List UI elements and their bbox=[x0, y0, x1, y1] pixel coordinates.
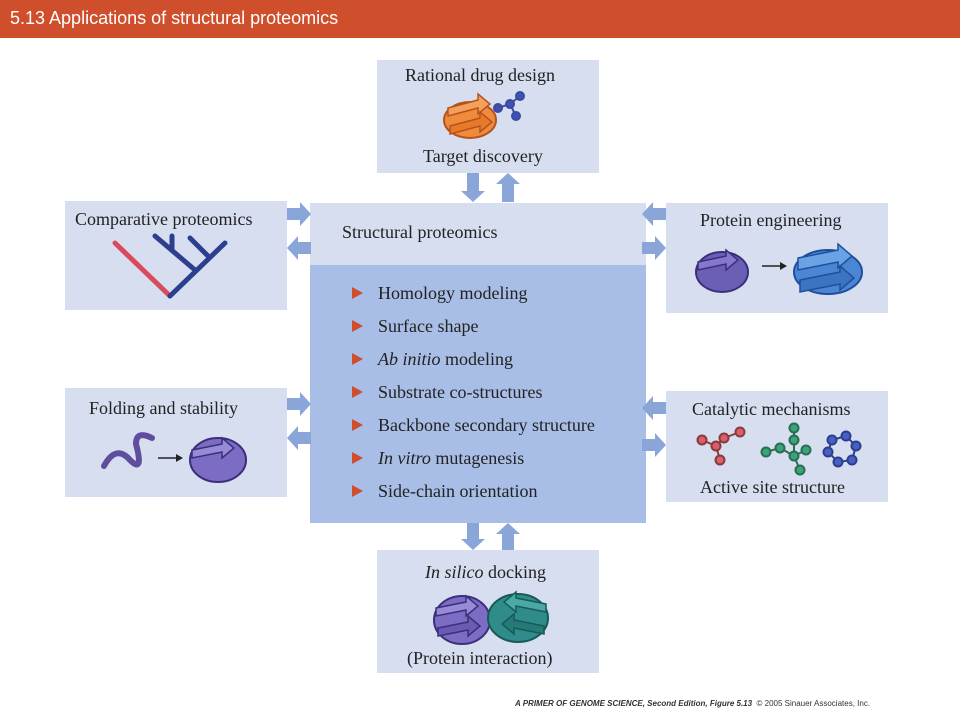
arrow-left-to-folding bbox=[287, 426, 311, 450]
blue-ring-molecule-icon bbox=[822, 430, 862, 468]
credit-copyright: © 2005 Sinauer Associates, Inc. bbox=[756, 699, 871, 708]
connector-arrows bbox=[287, 173, 666, 550]
arrow-down-to-docking bbox=[461, 523, 485, 550]
rational-drug-design-label: Rational drug design bbox=[405, 65, 555, 85]
docking-text: docking bbox=[483, 562, 546, 582]
structural-proteomics-label: Structural proteomics bbox=[342, 222, 498, 242]
arrow-right-icon bbox=[762, 262, 787, 270]
item-text: mutagenesis bbox=[430, 448, 525, 468]
item-text: Backbone secondary structure bbox=[378, 415, 595, 435]
docking-protein-a-icon bbox=[433, 594, 491, 645]
list-item: Homology modeling bbox=[352, 282, 595, 315]
docking-protein-b-icon bbox=[487, 590, 549, 643]
technique-list: Homology modeling Surface shape Ab initi… bbox=[352, 282, 595, 513]
in-silico-em: In silico bbox=[425, 562, 484, 582]
structural-proteomics-list-panel bbox=[310, 265, 646, 523]
arrow-up-from-docking bbox=[496, 523, 520, 550]
item-text: modeling bbox=[440, 349, 513, 369]
in-silico-docking-label: In silico docking bbox=[425, 562, 546, 583]
arrow-right-from-folding bbox=[287, 392, 311, 416]
bullet-triangle-icon bbox=[352, 419, 363, 431]
arrow-right-from-comparative bbox=[287, 202, 311, 226]
item-text: Surface shape bbox=[378, 316, 479, 336]
protein-interaction-label: (Protein interaction) bbox=[407, 648, 553, 668]
structural-proteomics-header: Structural proteomics bbox=[310, 203, 646, 265]
protein-engineering-label: Protein engineering bbox=[700, 210, 842, 230]
red-molecule-icon bbox=[696, 426, 746, 466]
figure-credit: A PRIMER OF GENOME SCIENCE, Second Editi… bbox=[515, 699, 870, 708]
item-em: Ab initio bbox=[378, 349, 441, 369]
unfolded-chain-icon bbox=[101, 432, 155, 469]
protein-before-icon bbox=[695, 248, 749, 293]
catalytic-mechanisms-label: Catalytic mechanisms bbox=[692, 399, 851, 419]
item-text: Substrate co-structures bbox=[378, 382, 543, 402]
bullet-triangle-icon bbox=[352, 485, 363, 497]
drug-target-protein-icon bbox=[443, 92, 497, 139]
folding-stability-box: Folding and stability bbox=[65, 388, 287, 497]
list-item: Backbone secondary structure bbox=[352, 414, 595, 447]
arrow-right-to-catalytic bbox=[642, 433, 666, 457]
arrow-left-from-catalytic bbox=[642, 396, 666, 420]
item-text: Side-chain orientation bbox=[378, 481, 538, 501]
title-bar: 5.13 Applications of structural proteomi… bbox=[0, 0, 960, 38]
fold-arrow-icon bbox=[158, 454, 183, 462]
active-site-structure-label: Active site structure bbox=[700, 477, 845, 497]
bullet-triangle-icon bbox=[352, 287, 363, 299]
arrow-left-from-engineering bbox=[642, 202, 666, 226]
bullet-triangle-icon bbox=[352, 386, 363, 398]
list-item: In vitro mutagenesis bbox=[352, 447, 595, 480]
bullet-triangle-icon bbox=[352, 353, 363, 365]
item-text: Homology modeling bbox=[378, 283, 528, 303]
list-item: Substrate co-structures bbox=[352, 381, 595, 414]
comparative-proteomics-label: Comparative proteomics bbox=[75, 209, 253, 229]
arrow-left-to-comparative bbox=[287, 236, 311, 260]
protein-after-icon bbox=[793, 242, 863, 295]
ligand-molecule-icon bbox=[493, 91, 525, 121]
target-discovery-label: Target discovery bbox=[423, 146, 543, 166]
credit-book: A PRIMER OF GENOME SCIENCE, Second Editi… bbox=[515, 699, 753, 708]
green-molecule-icon bbox=[760, 422, 812, 476]
folding-stability-label: Folding and stability bbox=[89, 398, 239, 418]
folded-protein-icon bbox=[189, 436, 247, 483]
bullet-triangle-icon bbox=[352, 452, 363, 464]
bullet-triangle-icon bbox=[352, 320, 363, 332]
list-item: Surface shape bbox=[352, 315, 595, 348]
list-item: Side-chain orientation bbox=[352, 480, 595, 513]
list-item: Ab initio modeling bbox=[352, 348, 595, 381]
arrow-right-to-engineering bbox=[642, 236, 666, 260]
arrow-down-from-top bbox=[461, 173, 485, 202]
slide-title: 5.13 Applications of structural proteomi… bbox=[10, 8, 339, 28]
phylogenetic-tree-icon bbox=[112, 233, 228, 299]
item-em: In vitro bbox=[378, 448, 431, 468]
arrow-up-to-top bbox=[496, 173, 520, 202]
